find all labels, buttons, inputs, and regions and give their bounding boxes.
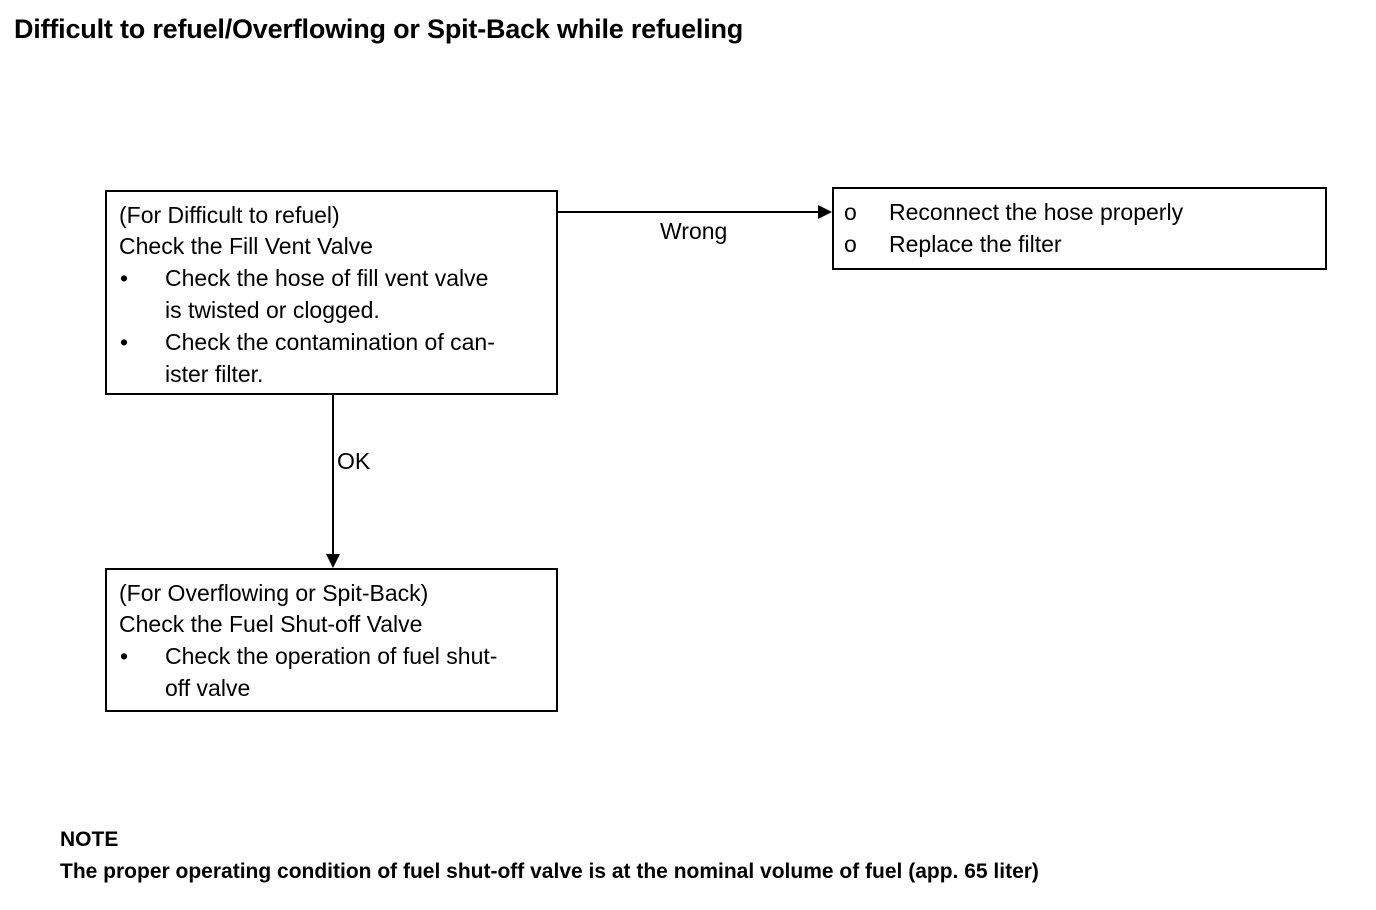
box1-bullet-2-line-2: ister filter. — [165, 361, 264, 387]
flow-box-fuel-shutoff: (For Overflowing or Spit-Back) Check the… — [105, 568, 558, 712]
box1-bullet-2-line-1: Check the contamination of can- — [165, 329, 495, 355]
connector-ok-line — [332, 395, 334, 555]
note-heading: NOTE — [60, 828, 119, 851]
box2-bullet-1-line-2: off valve — [165, 675, 251, 701]
flow-box-wrong-actions: o Reconnect the hose properly o Replace … — [832, 187, 1327, 270]
box1-condition-header: (For Difficult to refuel) — [119, 202, 340, 228]
connector-wrong-arrowhead-icon — [818, 205, 832, 219]
connector-ok-arrowhead-icon — [326, 554, 340, 568]
bullet-icon: o — [844, 231, 857, 257]
note-body: The proper operating condition of fuel s… — [60, 860, 1039, 883]
bullet-icon: o — [844, 199, 857, 225]
connector-wrong-line — [558, 211, 820, 213]
box3-bullet-1-line-1: Reconnect the hose properly — [889, 199, 1184, 225]
flow-box-fill-vent-valve: (For Difficult to refuel) Check the Fill… — [105, 190, 558, 395]
box2-condition-header: (For Overflowing or Spit-Back) — [119, 580, 429, 606]
box3-bullet-2-line-1: Replace the filter — [889, 231, 1062, 257]
box1-bullet-1-line-2: is twisted or clogged. — [165, 297, 380, 323]
bullet-icon: • — [120, 329, 129, 355]
box2-action-header: Check the Fuel Shut-off Valve — [119, 611, 423, 637]
box2-bullet-1-line-1: Check the operation of fuel shut- — [165, 643, 498, 669]
page-title: Difficult to refuel/Overflowing or Spit-… — [14, 14, 744, 44]
box1-action-header: Check the Fill Vent Valve — [119, 233, 373, 259]
box1-bullet-1-line-1: Check the hose of fill vent valve — [165, 265, 489, 291]
connector-label-wrong: Wrong — [660, 218, 728, 244]
note-block: NOTE The proper operating condition of f… — [60, 824, 1039, 888]
connector-label-ok: OK — [337, 448, 371, 474]
bullet-icon: • — [120, 643, 129, 669]
bullet-icon: • — [120, 265, 129, 291]
